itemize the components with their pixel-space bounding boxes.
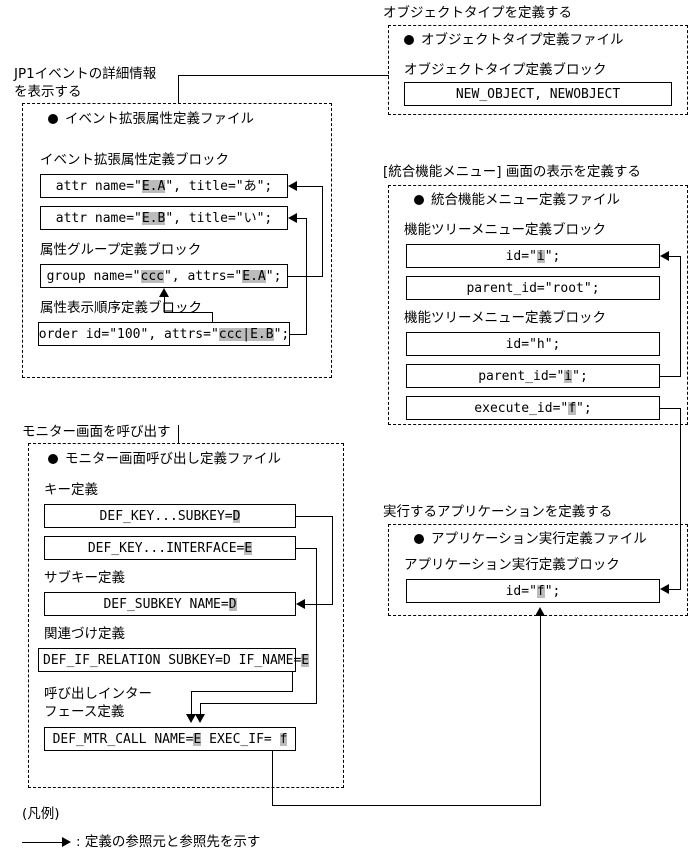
connector-h-into-attr-eb — [297, 218, 307, 219]
bullet-icon — [414, 195, 424, 205]
connector-h-interface-left — [200, 703, 317, 704]
code-row-new-object: NEW_OBJECT, NEWOBJECT — [404, 82, 672, 106]
connector-h-event-to-object — [178, 75, 389, 76]
menu-block1-label: 機能ツリーメニュー定義ブロック — [404, 222, 606, 238]
connector-v-mtr-up-to-app — [540, 616, 541, 806]
connector-v-ccc-down — [212, 312, 213, 323]
connector-v-ifrelation-down — [292, 672, 293, 692]
object-type-file-container — [388, 25, 688, 115]
menu-file-heading: 統合機能メニュー定義ファイル — [414, 192, 620, 208]
monitor-block3-label: 関連づけ定義 — [44, 626, 125, 642]
app-exec-block-label: アプリケーション実行定義ブロック — [404, 557, 620, 573]
code-row-menu-execute-f: execute_id="f"; — [406, 396, 660, 420]
monitor-file-heading: モニター画面呼び出し定義ファイル — [48, 451, 281, 467]
connector-v-mtr-down — [272, 751, 273, 806]
arrowhead-menu-id-i — [660, 251, 669, 261]
connector-h-into-app-id-f — [669, 589, 681, 590]
connector-v-group-up — [322, 186, 323, 277]
connector-h-subkey-out — [296, 516, 333, 517]
event-attr-caption-line1: JP1イベントの詳細情報 — [14, 66, 157, 82]
connector-v-monitor-tick — [178, 425, 179, 444]
object-type-block-label: オブジェクトタイプ定義ブロック — [404, 62, 607, 78]
event-attr-block3-label: 属性表示順序定義ブロック — [40, 300, 202, 316]
connector-h-into-def-subkey — [305, 604, 333, 605]
code-row-menu-id-h: id="h"; — [406, 332, 660, 356]
object-type-file-heading: オブジェクトタイプ定義ファイル — [404, 32, 624, 48]
legend-arrow-description: : 定義の参照元と参照先を示す — [76, 834, 261, 850]
connector-v-ifrelation-to-mtr — [191, 691, 192, 717]
monitor-file-container — [28, 443, 344, 788]
code-row-def-if-relation: DEF_IF_RELATION SUBKEY=D IF_NAME=E — [38, 648, 310, 672]
app-exec-file-heading: アプリケーション実行定義ファイル — [414, 531, 647, 547]
connector-v-order-up — [306, 218, 307, 335]
bullet-icon — [48, 114, 58, 124]
menu-block2-label: 機能ツリーメニュー定義ブロック — [404, 310, 606, 326]
code-row-def-key-subkey: DEF_KEY...SUBKEY=D — [44, 504, 296, 528]
code-row-attr-eb: attr name="E.B", title="い"; — [40, 206, 288, 230]
monitor-block4-label-line2: フェース定義 — [44, 704, 125, 720]
app-exec-file-container — [388, 524, 688, 616]
event-attr-block1-label: イベント拡張属性定義ブロック — [40, 152, 229, 168]
connector-v-ccc-up — [164, 297, 165, 313]
connector-h-into-id-i — [669, 256, 681, 257]
monitor-block1-label: キー定義 — [44, 482, 98, 498]
app-exec-caption: 実行するアプリケーションを定義する — [383, 504, 613, 520]
arrowhead-attr-eb — [288, 213, 297, 223]
code-row-order-100: order id="100", attrs="ccc|E.B"; — [38, 322, 290, 346]
legend-header: (凡例) — [22, 806, 60, 822]
legend-arrowhead-icon — [62, 837, 71, 847]
legend-arrow-line — [22, 842, 66, 843]
monitor-block4-label-line1: 呼び出しインター — [44, 686, 152, 702]
arrowhead-def-subkey — [296, 599, 305, 609]
arrowhead-mtr-name-e1 — [186, 714, 196, 723]
connector-v-event-to-object — [178, 75, 179, 103]
code-row-menu-id-i: id="i"; — [406, 244, 660, 268]
connector-h-mtr-right — [272, 805, 541, 806]
event-attr-caption-line2: を表示する — [14, 84, 82, 100]
connector-h-into-attr-ea — [297, 186, 323, 187]
event-attr-file-heading: イベント拡張属性定義ファイル — [48, 111, 254, 127]
connector-h-executeid-out — [660, 408, 681, 409]
arrowhead-app-id-f — [660, 584, 669, 594]
arrowhead-app-exec-f — [535, 607, 545, 616]
connector-v-executeid-down — [680, 408, 681, 589]
connector-v-subkey-down — [332, 516, 333, 605]
code-row-menu-parent-root: parent_id="root"; — [406, 276, 660, 300]
monitor-caption: モニター画面を呼び出す — [22, 424, 171, 440]
connector-v-interface-to-mtr — [200, 703, 201, 717]
menu-file-container — [388, 185, 688, 425]
menu-caption: [統合機能メニュー] 画面の表示を定義する — [383, 164, 641, 180]
event-attr-file-container — [22, 103, 332, 378]
connector-h-ifrelation-left — [191, 691, 293, 692]
connector-v-parentid-up — [680, 256, 681, 377]
code-row-app-id-f: id="f"; — [406, 579, 660, 603]
connector-v-interface-down — [316, 548, 317, 704]
code-row-menu-parent-i: parent_id="i"; — [406, 364, 660, 388]
bullet-icon — [414, 534, 424, 544]
connector-h-interface-out — [296, 548, 317, 549]
connector-h-order-out — [290, 334, 307, 335]
event-attr-block2-label: 属性グループ定義ブロック — [40, 242, 202, 258]
arrowhead-mtr-name-e2 — [195, 714, 205, 723]
bullet-icon — [48, 454, 58, 464]
connector-h-group-out — [288, 276, 323, 277]
bullet-icon — [404, 35, 414, 45]
arrowhead-group-ccc — [159, 288, 169, 297]
code-row-attr-ea: attr name="E.A", title="あ"; — [40, 174, 288, 198]
monitor-block2-label: サブキー定義 — [44, 570, 125, 586]
code-row-def-mtr-call: DEF_MTR_CALL NAME=E EXEC_IF= f — [44, 727, 296, 751]
arrowhead-attr-ea — [288, 181, 297, 191]
code-row-def-key-interface: DEF_KEY...INTERFACE=E — [44, 536, 296, 560]
object-type-caption: オブジェクトタイプを定義する — [383, 5, 572, 21]
code-row-group-ccc: group name="ccc", attrs="E.A"; — [40, 264, 288, 288]
code-row-def-subkey: DEF_SUBKEY NAME=D — [44, 592, 296, 616]
connector-h-ccc — [164, 312, 213, 313]
connector-h-parentid-out — [660, 376, 681, 377]
